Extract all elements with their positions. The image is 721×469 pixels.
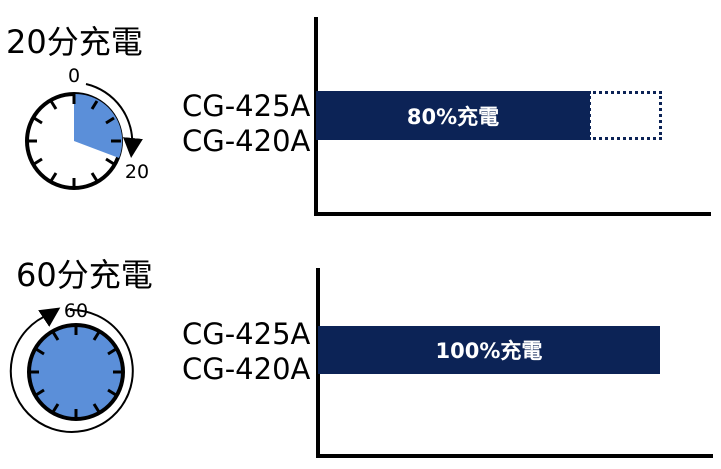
- clock-face: [27, 323, 125, 421]
- clock-start-label: 60: [64, 300, 88, 322]
- remaining-capacity-outline: [588, 91, 662, 140]
- clock-ticks: [27, 94, 121, 188]
- clock-arrow: [85, 83, 143, 158]
- model-name: CG-425A: [182, 317, 311, 351]
- clock-end-label: 20: [125, 161, 149, 183]
- clock-ticks: [29, 325, 123, 419]
- section-title-20min: 20分充電: [6, 23, 143, 61]
- model-name: CG-420A: [182, 352, 311, 386]
- clock-elapsed-sector: [74, 93, 123, 158]
- clock-20min-icon: 0 20: [25, 65, 149, 190]
- chart-x-axis: [316, 454, 713, 458]
- charge-bar-100: 100%充電: [318, 326, 660, 374]
- clock-60min-icon: 60: [9, 300, 134, 433]
- model-name: CG-425A: [182, 89, 311, 123]
- clock-full-arrow: [9, 308, 134, 433]
- charge-bar-80: 80%充電: [316, 91, 590, 140]
- chart-x-axis: [314, 212, 711, 216]
- model-name: CG-420A: [182, 124, 311, 158]
- clock-start-label: 0: [68, 65, 80, 87]
- section-title-60min: 60分充電: [16, 256, 153, 294]
